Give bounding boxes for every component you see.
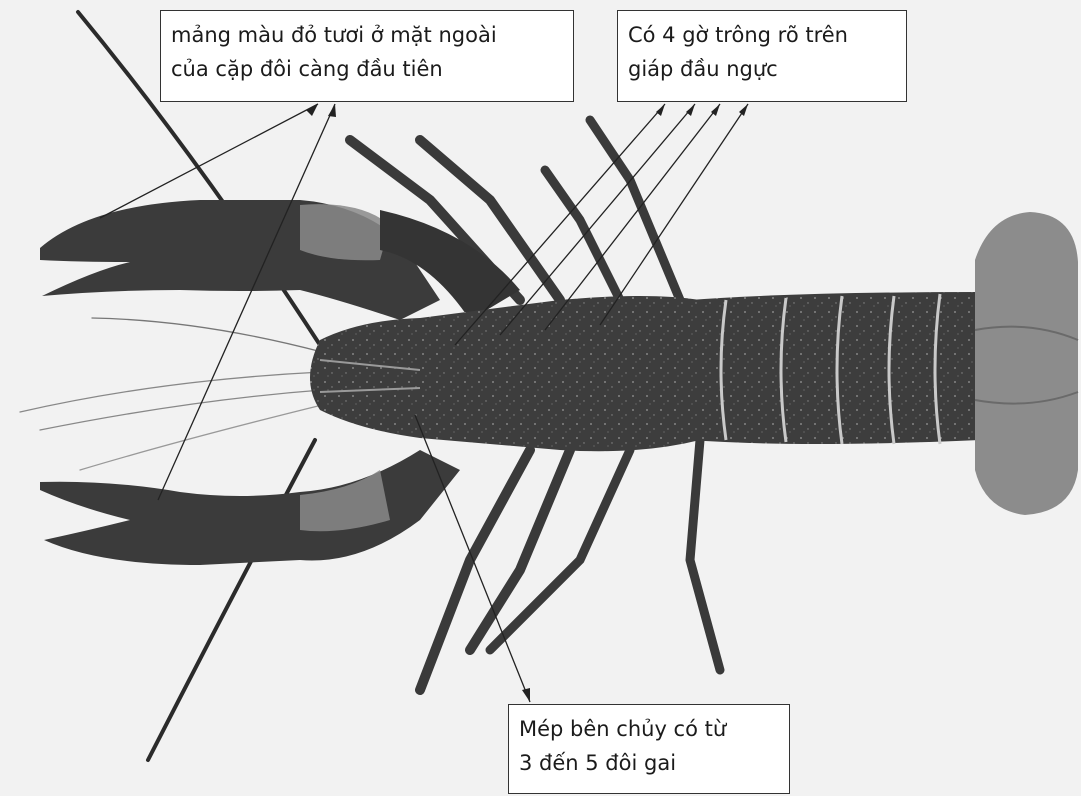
claw-patch-callout: mảng màu đỏ tươi ở mặt ngoài của cặp đôi…: [160, 10, 574, 102]
tail-fan: [975, 212, 1078, 515]
claw-patch-line2: của cặp đôi càng đầu tiên: [171, 52, 563, 86]
carapace-ridges-line1: Có 4 gờ trông rõ trên: [628, 18, 896, 52]
antennae: [20, 12, 322, 760]
rostrum-spines-line1: Mép bên chủy có từ: [519, 712, 779, 746]
carapace-ridges-callout: Có 4 gờ trông rõ trên giáp đầu ngực: [617, 10, 907, 102]
claw-patch-line1: mảng màu đỏ tươi ở mặt ngoài: [171, 18, 563, 52]
abdomen: [690, 292, 980, 444]
walking-legs-lower: [420, 440, 720, 690]
rostrum-spines-line2: 3 đến 5 đôi gai: [519, 746, 779, 780]
carapace: [310, 296, 700, 451]
rostrum-spines-callout: Mép bên chủy có từ 3 đến 5 đôi gai: [508, 704, 790, 794]
lower-claw: [40, 450, 460, 565]
carapace-ridges-line2: giáp đầu ngực: [628, 52, 896, 86]
